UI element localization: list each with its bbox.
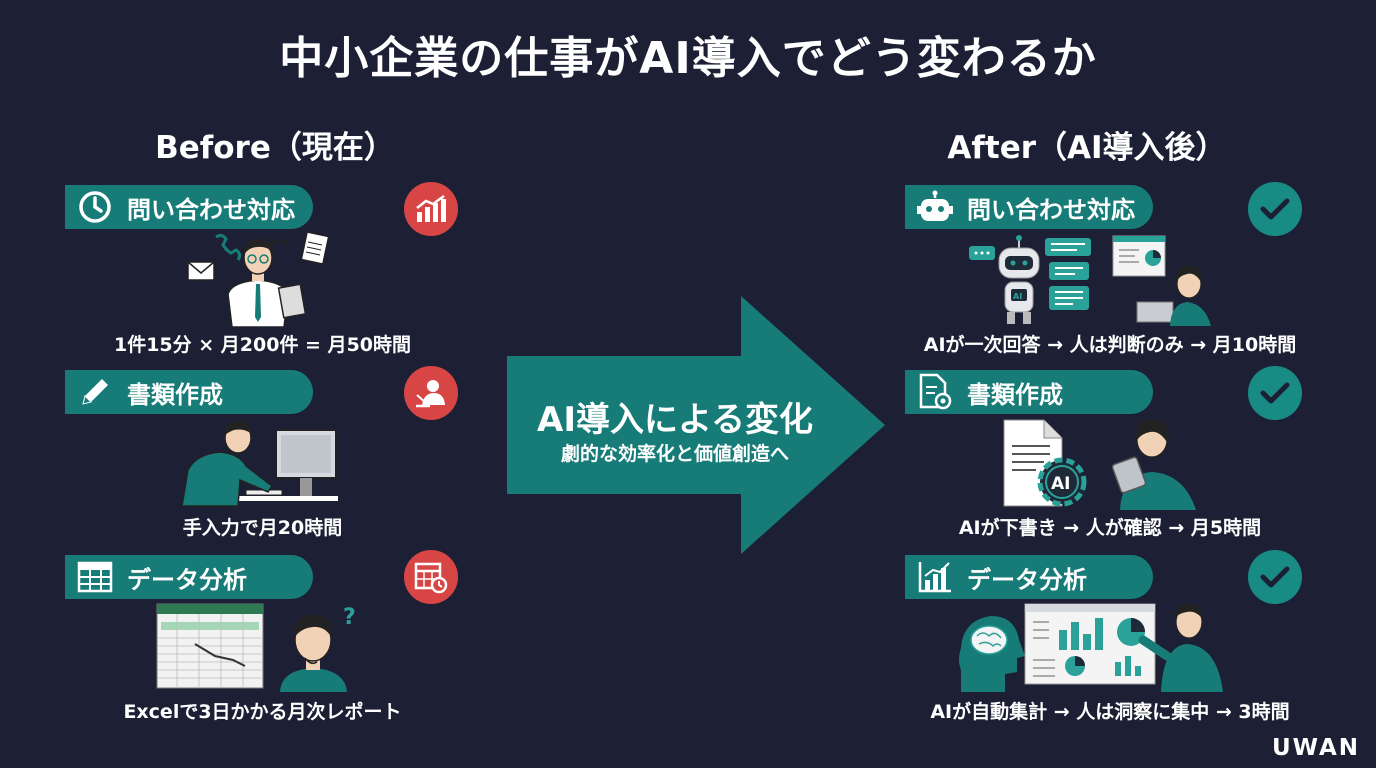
before-item-inquiry-caption: 1件15分 × 月200件 = 月50時間	[113, 334, 412, 356]
document-gear-icon	[913, 370, 957, 414]
manual-typing-illustration	[181, 418, 342, 514]
brand-logo: UWAN	[1271, 735, 1360, 761]
after-item-inquiry-caption: AIが一次回答 → 人は判断のみ → 月10時間	[923, 334, 1297, 356]
stressed-worker-illustration	[186, 231, 336, 331]
center-subtitle: 劇的な効率化と価値創造へ	[560, 443, 789, 465]
page-title: 中小企業の仕事がAI導入でどう変わるか	[279, 33, 1097, 84]
after-item-inquiry: 問い合わせ対応	[905, 185, 1153, 229]
ai-dashboard-illustration	[955, 600, 1225, 696]
center-title: AI導入による変化	[537, 400, 813, 440]
before-item-documents-label: 書類作成	[127, 380, 223, 409]
svg-text:AI: AI	[1051, 474, 1070, 494]
spreadsheet-icon	[73, 555, 117, 599]
after-item-documents: 書類作成	[905, 370, 1153, 414]
person-writing-icon	[404, 366, 458, 420]
after-item-analysis-label: データ分析	[967, 565, 1087, 594]
transformation-arrow	[507, 296, 885, 558]
after-item-inquiry-label: 問い合わせ対応	[967, 195, 1135, 224]
before-item-analysis: データ分析	[65, 555, 313, 599]
before-heading: Before（現在）	[155, 130, 395, 166]
svg-text:?: ?	[343, 605, 356, 630]
before-item-analysis-caption: Excelで3日かかる月次レポート	[123, 701, 402, 723]
before-item-documents: 書類作成	[65, 370, 313, 414]
rising-chart-icon	[404, 182, 458, 236]
before-item-documents-caption: 手入力で月20時間	[182, 517, 343, 539]
pencil-icon	[73, 370, 117, 414]
after-item-analysis-caption: AIが自動集計 → 人は洞察に集中 → 3時間	[930, 701, 1290, 723]
spreadsheet-confused-illustration: ?	[155, 600, 370, 696]
clock-icon	[73, 185, 117, 229]
svg-text:AI: AI	[1013, 292, 1022, 301]
calendar-clock-icon	[404, 550, 458, 604]
robot-icon	[913, 185, 957, 229]
ai-chatbot-illustration: AI	[965, 234, 1215, 330]
check-icon	[1248, 182, 1302, 236]
before-item-analysis-label: データ分析	[127, 565, 247, 594]
after-heading: After（AI導入後）	[947, 130, 1227, 166]
check-icon	[1248, 366, 1302, 420]
after-item-documents-caption: AIが下書き → 人が確認 → 月5時間	[958, 517, 1262, 539]
before-item-inquiry-label: 問い合わせ対応	[127, 195, 295, 224]
before-item-inquiry: 問い合わせ対応	[65, 185, 313, 229]
ai-draft-illustration: AI	[1000, 416, 1200, 514]
bar-chart-icon	[913, 555, 957, 599]
after-item-analysis: データ分析	[905, 555, 1153, 599]
after-item-documents-label: 書類作成	[967, 380, 1063, 409]
check-icon	[1248, 550, 1302, 604]
